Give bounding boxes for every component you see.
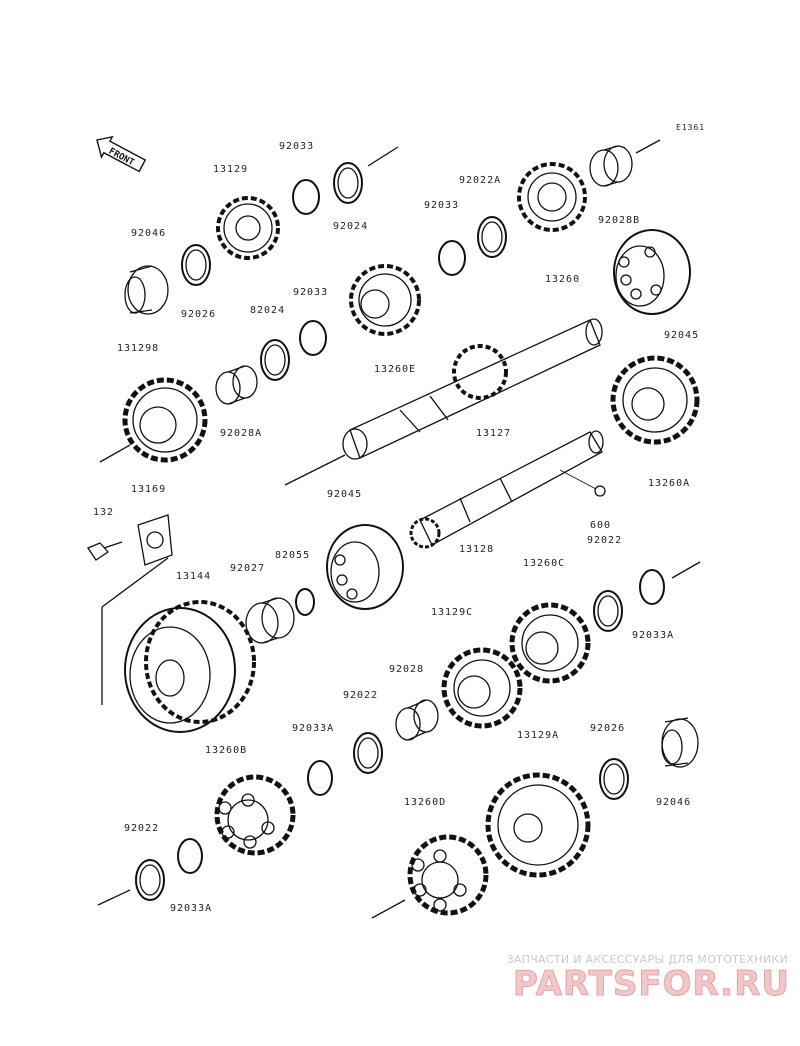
part-92033-circlip-top (292, 179, 320, 215)
label-13127: 13127 (476, 428, 512, 439)
part-92022-washer-mid (353, 732, 383, 774)
part-82055-ring (295, 588, 315, 616)
part-92028a-needle-bearing (215, 365, 258, 405)
label-600: 600 (590, 520, 612, 531)
label-92045: 92045 (327, 489, 363, 500)
part-13128-shaft (409, 430, 604, 549)
part-92046-bearing-top (124, 265, 169, 315)
part-600-ball (594, 485, 606, 497)
label-13128: 13128 (459, 544, 495, 555)
part-13129a-gear (485, 772, 591, 878)
label-92028a: 92028A (220, 428, 263, 439)
label-82024: 82024 (250, 305, 286, 316)
label-92022a: 92022A (459, 175, 502, 186)
part-92033a-circlip-right (639, 569, 665, 605)
label-132: 132 (93, 507, 115, 518)
part-13127-shaft (342, 318, 603, 460)
part-13129-gear (216, 196, 280, 260)
part-13129c-gear (441, 647, 523, 729)
part-92024-ring (333, 162, 363, 204)
part-92028b-collar (589, 145, 633, 187)
part-82024-ring (260, 339, 290, 381)
front-arrow-icon: FRONT (96, 135, 147, 173)
label-92033a: 92033A (632, 630, 675, 641)
label-92022: 92022 (124, 823, 160, 834)
part-92033-circlip-mid (438, 240, 466, 276)
part-92033a-circlip-lower (177, 838, 203, 874)
axis-line-shaft-upper (284, 454, 346, 486)
part-92033a-circlip-mid (307, 760, 333, 796)
label-13260a: 13260A (648, 478, 691, 489)
label-92033: 92033 (293, 287, 329, 298)
label-92033: 92033 (424, 200, 460, 211)
part-13169-plate (137, 514, 173, 566)
label-92022: 92022 (343, 690, 379, 701)
label-92046: 92046 (131, 228, 167, 239)
part-92027-collar (245, 597, 295, 644)
label-82055: 82055 (275, 550, 311, 561)
label-92022: 92022 (587, 535, 623, 546)
label-92024: 92024 (333, 221, 369, 232)
part-13260a-gear (610, 355, 700, 445)
part-92033-circlip-lower (299, 320, 327, 356)
label-92046: 92046 (656, 797, 692, 808)
part-92028-needle-bearing (395, 699, 439, 741)
part-13260e-gear (349, 264, 421, 336)
label-13260d: 13260D (404, 797, 447, 808)
label-92026: 92026 (181, 309, 217, 320)
label-13129: 13129 (213, 164, 249, 175)
part-92046-bearing-lower (661, 717, 699, 768)
label-13169: 13169 (131, 484, 167, 495)
part-92045-bearing-right (613, 229, 691, 315)
label-92033: 92033 (279, 141, 315, 152)
axis-line-right-mid (671, 561, 701, 579)
watermark-brand: PARTSFOR.RU (512, 964, 790, 1005)
label-13260: 13260 (545, 274, 581, 285)
part-13260-gear-top (517, 162, 587, 232)
label-92027: 92027 (230, 563, 266, 574)
watermark-tagline: ЗАПЧАСТИ И АКСЕССУАРЫ ДЛЯ МОТОТЕХНИКИ (506, 953, 788, 966)
label-92033a: 92033A (170, 903, 213, 914)
part-92026-washer-top (181, 244, 211, 286)
label-13129a: 13129A (517, 730, 560, 741)
part-13144-large-gear (124, 600, 256, 733)
label-13129c: 13129C (431, 607, 474, 618)
axis-line-left (99, 444, 131, 463)
part-92022a-washer (477, 216, 507, 258)
part-13260c-gear (509, 602, 591, 684)
axis-line-bottom-mid (371, 899, 406, 919)
part-92022-washer-lower (135, 859, 165, 901)
axis-line-top-left (367, 146, 399, 167)
part-13260d-gear (407, 834, 489, 916)
part-131298-gear (122, 377, 208, 463)
label-13260c: 13260C (523, 558, 566, 569)
axis-line-bottom-left (97, 889, 131, 906)
part-132-bolt (87, 541, 123, 561)
label-13144: 13144 (176, 571, 212, 582)
label-92028: 92028 (389, 664, 425, 675)
label-13260e: 13260E (374, 364, 417, 375)
part-92045-bearing-mid (326, 524, 404, 610)
label-92028b: 92028B (598, 215, 641, 226)
label-92033a: 92033A (292, 723, 335, 734)
label-92026: 92026 (590, 723, 626, 734)
diagram-code: E1361 (676, 123, 706, 132)
label-13260b: 13260B (205, 745, 248, 756)
part-92022-washer-right (593, 590, 623, 632)
part-92026-washer-lower (599, 758, 629, 800)
part-13260b-gear (214, 774, 296, 856)
axis-line-top-right (635, 139, 661, 154)
label-92045: 92045 (664, 330, 700, 341)
label-131298: 131298 (117, 343, 160, 354)
